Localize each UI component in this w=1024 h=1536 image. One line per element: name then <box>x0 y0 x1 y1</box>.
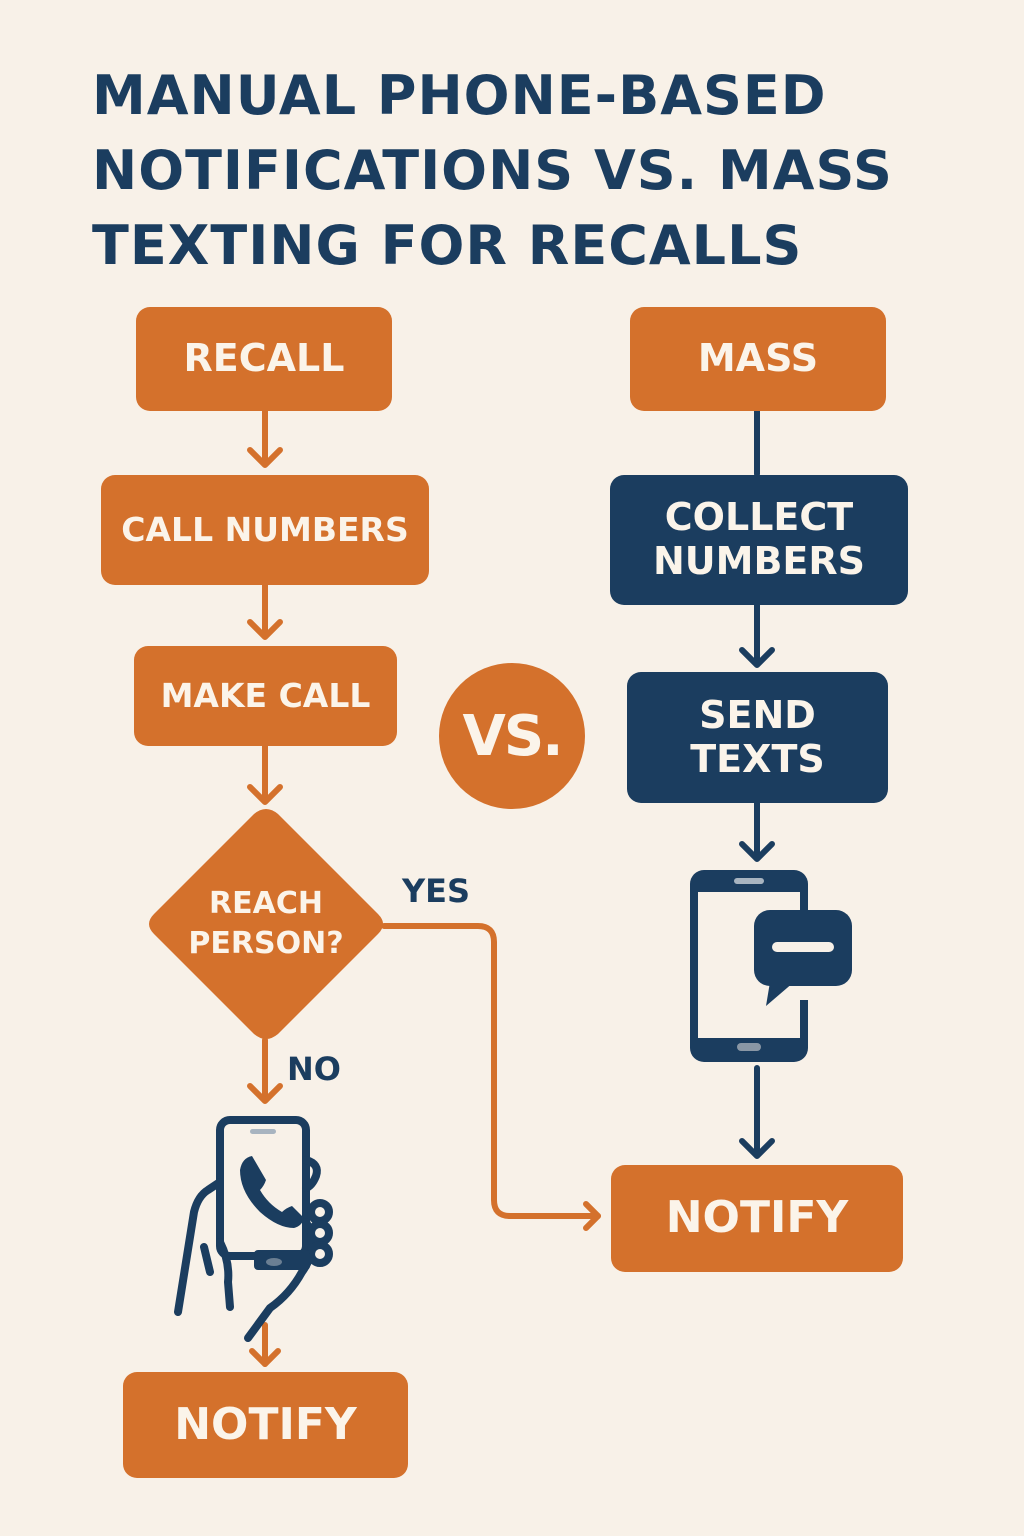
make-call-box: MAKE CALL <box>134 646 397 746</box>
reach-person-decision: REACH PERSON? <box>146 808 386 1040</box>
left-notify-label: NOTIFY <box>174 1398 357 1450</box>
decision-text: REACH PERSON? <box>146 808 386 1040</box>
phone-message-icon <box>690 870 860 1062</box>
decision-line-1: REACH <box>209 885 323 921</box>
make-call-label: MAKE CALL <box>160 676 371 716</box>
title-line-3: TEXTING FOR RECALLS <box>92 214 803 277</box>
collect-numbers-line-1: COLLECT <box>664 495 854 540</box>
recall-box: RECALL <box>136 307 392 411</box>
hand-holding-phone-icon <box>174 1116 333 1342</box>
title-line-2: NOTIFICATIONS VS. MASS <box>92 139 893 202</box>
left-notify-box: NOTIFY <box>123 1372 408 1478</box>
recall-label: RECALL <box>183 336 345 381</box>
no-label: NO <box>287 1050 341 1088</box>
send-texts-line-2: TEXTS <box>690 736 825 781</box>
page-title: MANUAL PHONE-BASED NOTIFICATIONS VS. MAS… <box>92 58 972 283</box>
mass-box: MASS <box>630 307 886 411</box>
right-notify-label: NOTIFY <box>665 1192 849 1244</box>
right-notify-box: NOTIFY <box>611 1165 903 1272</box>
send-texts-box: SEND TEXTS <box>627 672 888 803</box>
title-line-1: MANUAL PHONE-BASED <box>92 64 827 127</box>
yes-label: YES <box>402 872 471 910</box>
mass-label: MASS <box>697 336 819 381</box>
decision-line-2: PERSON? <box>188 926 344 961</box>
vs-badge: VS. <box>439 663 585 809</box>
send-texts-line-1: SEND <box>699 692 816 737</box>
call-numbers-label: CALL NUMBERS <box>121 510 409 550</box>
collect-numbers-line-2: NUMBERS <box>652 539 866 583</box>
collect-numbers-box: COLLECT NUMBERS <box>610 475 908 605</box>
vs-label: VS. <box>462 703 564 769</box>
call-numbers-box: CALL NUMBERS <box>101 475 429 585</box>
decision-diamond-shape <box>149 809 383 1039</box>
